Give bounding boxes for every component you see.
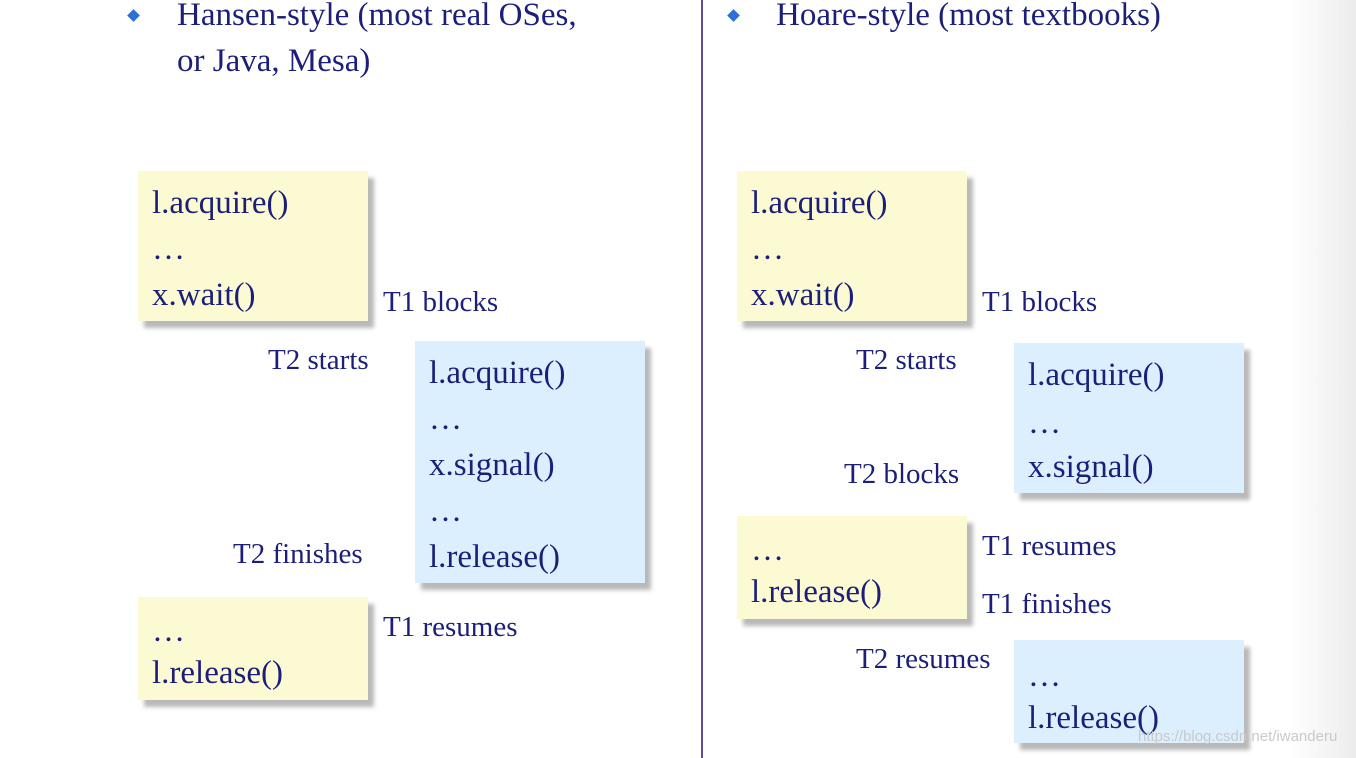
code-line: … [429, 493, 462, 529]
hoare-heading: Hoare-style (most textbooks) [776, 0, 1161, 33]
code-line: … [1028, 658, 1061, 694]
hansen-t1-box-release: … l.release() [138, 597, 368, 700]
code-line: … [429, 401, 462, 437]
hoare-t1-box-wait: l.acquire() … x.wait() [737, 171, 967, 321]
hansen-label-t1-blocks: T1 blocks [383, 286, 499, 318]
code-line: … [1028, 405, 1061, 441]
column-divider [701, 0, 703, 758]
watermark: https://blog.csdn.net/iwanderu [1138, 728, 1338, 745]
code-line: l.acquire() [1028, 357, 1165, 393]
hoare-label-t2-blocks: T2 blocks [844, 458, 960, 490]
code-line: … [751, 532, 784, 568]
code-line: l.acquire() [152, 185, 289, 221]
hansen-t2-box: l.acquire() … x.signal() … l.release() [415, 341, 645, 583]
code-line: x.wait() [751, 277, 855, 313]
code-line: x.signal() [1028, 449, 1154, 485]
code-line: x.wait() [152, 277, 256, 313]
hoare-label-t1-finishes: T1 finishes [982, 588, 1112, 620]
bullet-diamond-icon [127, 9, 140, 22]
code-line: … [152, 231, 185, 267]
code-line: x.signal() [429, 447, 555, 483]
hoare-label-t2-starts: T2 starts [856, 344, 957, 376]
code-line: l.acquire() [429, 355, 566, 391]
hoare-label-t1-resumes: T1 resumes [982, 530, 1117, 562]
hansen-label-t2-finishes: T2 finishes [233, 538, 363, 570]
code-line: l.release() [751, 574, 882, 610]
hoare-t2-box-release: … l.release() [1014, 640, 1244, 743]
hansen-t1-box-wait: l.acquire() … x.wait() [138, 171, 368, 321]
bullet-diamond-icon [727, 9, 740, 22]
hansen-label-t2-starts: T2 starts [268, 344, 369, 376]
right-edge-shade [1290, 0, 1356, 758]
hoare-label-t2-resumes: T2 resumes [856, 643, 991, 675]
code-line: … [751, 231, 784, 267]
code-line: l.release() [429, 539, 560, 575]
hoare-t1-box-release: … l.release() [737, 516, 967, 619]
hansen-heading-line1: Hansen-style (most real OSes, [177, 0, 577, 33]
code-line: l.release() [152, 655, 283, 691]
hoare-t2-box-signal: l.acquire() … x.signal() [1014, 343, 1244, 493]
hansen-heading-line2: or Java, Mesa) [177, 43, 371, 79]
code-line: l.release() [1028, 700, 1159, 736]
code-line: l.acquire() [751, 185, 888, 221]
code-line: … [152, 613, 185, 649]
hansen-label-t1-resumes: T1 resumes [383, 611, 518, 643]
hoare-label-t1-blocks: T1 blocks [982, 286, 1098, 318]
